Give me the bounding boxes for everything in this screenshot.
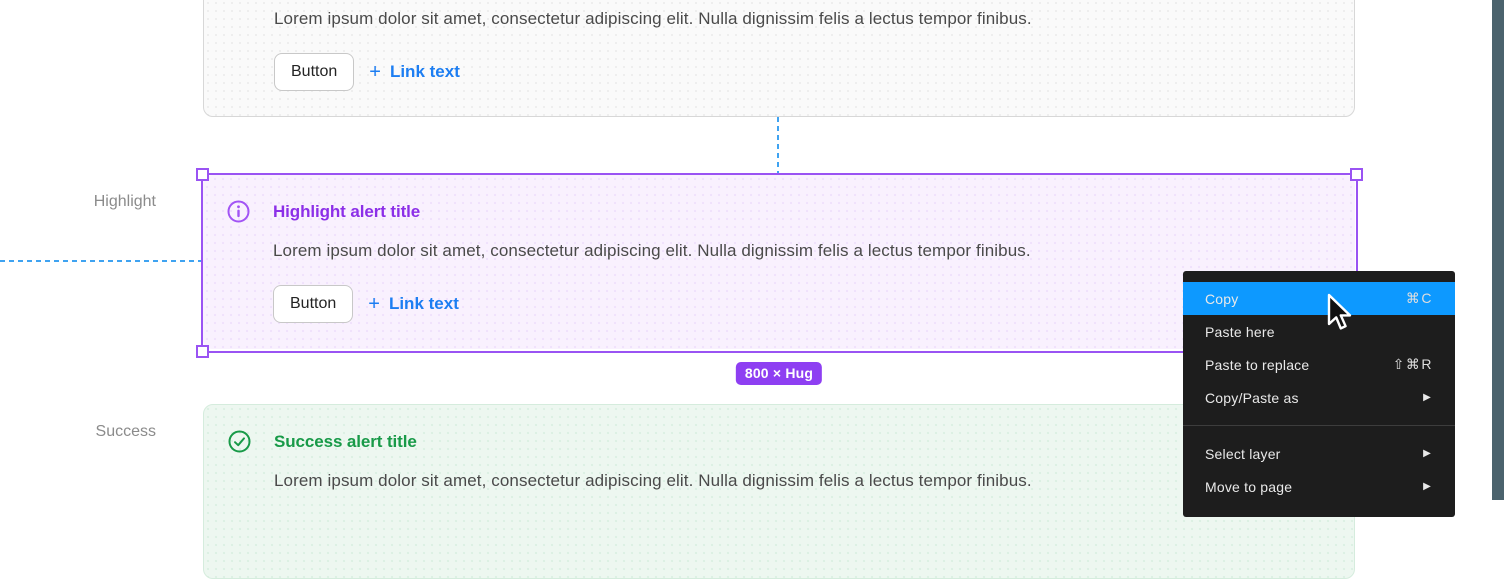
section-label-highlight[interactable]: Highlight bbox=[93, 193, 156, 210]
alert-button[interactable]: Button bbox=[273, 285, 354, 323]
alert-body-text: Lorem ipsum dolor sit amet, consectetur … bbox=[273, 241, 1031, 260]
alert-card-default[interactable]: Lorem ipsum dolor sit amet, consectetur … bbox=[203, 0, 1355, 117]
menu-item-copy-paste-as[interactable]: Copy/Paste as ▶ bbox=[1205, 389, 1431, 406]
mouse-cursor-icon bbox=[1326, 293, 1352, 338]
menu-separator bbox=[1183, 425, 1455, 426]
submenu-arrow-icon: ▶ bbox=[1423, 448, 1431, 459]
check-circle-icon bbox=[228, 430, 251, 453]
selection-handle-top-left[interactable] bbox=[196, 168, 209, 181]
context-menu: Copy ⌘C Paste here Paste to replace ⇧⌘R … bbox=[1183, 271, 1455, 517]
alert-title: Highlight alert title bbox=[273, 202, 421, 221]
alignment-guide-horizontal bbox=[0, 260, 202, 262]
menu-item-select-layer[interactable]: Select layer ▶ bbox=[1205, 445, 1431, 462]
menu-item-paste-to-replace[interactable]: Paste to replace ⇧⌘R bbox=[1205, 356, 1433, 373]
plus-icon: + bbox=[368, 293, 380, 315]
alert-link[interactable]: + Link text bbox=[369, 62, 460, 82]
plus-icon: + bbox=[369, 61, 381, 83]
alert-body-text: Lorem ipsum dolor sit amet, consectetur … bbox=[274, 9, 1032, 28]
alert-link-label: Link text bbox=[388, 294, 459, 313]
alert-title: Success alert title bbox=[274, 432, 417, 451]
alert-body-text: Lorem ipsum dolor sit amet, consectetur … bbox=[274, 471, 1032, 490]
alert-link[interactable]: + Link text bbox=[368, 294, 459, 314]
section-label-success[interactable]: Success bbox=[95, 423, 156, 440]
shortcut-paste-to-replace: ⇧⌘R bbox=[1392, 356, 1433, 372]
menu-item-paste-here[interactable]: Paste here bbox=[1205, 323, 1275, 340]
selection-handle-bottom-left[interactable] bbox=[196, 345, 209, 358]
alert-button[interactable]: Button bbox=[274, 53, 355, 91]
dimension-badge: 800 × Hug bbox=[735, 362, 823, 385]
alert-link-label: Link text bbox=[389, 62, 460, 81]
alert-card-highlight[interactable]: Highlight alert title Lorem ipsum dolor … bbox=[203, 175, 1355, 349]
shortcut-copy: ⌘C bbox=[1405, 290, 1433, 306]
selection-handle-top-right[interactable] bbox=[1350, 168, 1363, 181]
info-icon bbox=[227, 200, 250, 223]
submenu-arrow-icon: ▶ bbox=[1423, 392, 1431, 403]
menu-item-copy[interactable]: Copy ⌘C bbox=[1183, 282, 1455, 315]
menu-item-move-to-page[interactable]: Move to page ▶ bbox=[1205, 478, 1431, 495]
side-panel-edge bbox=[1492, 0, 1504, 500]
submenu-arrow-icon: ▶ bbox=[1423, 481, 1431, 492]
